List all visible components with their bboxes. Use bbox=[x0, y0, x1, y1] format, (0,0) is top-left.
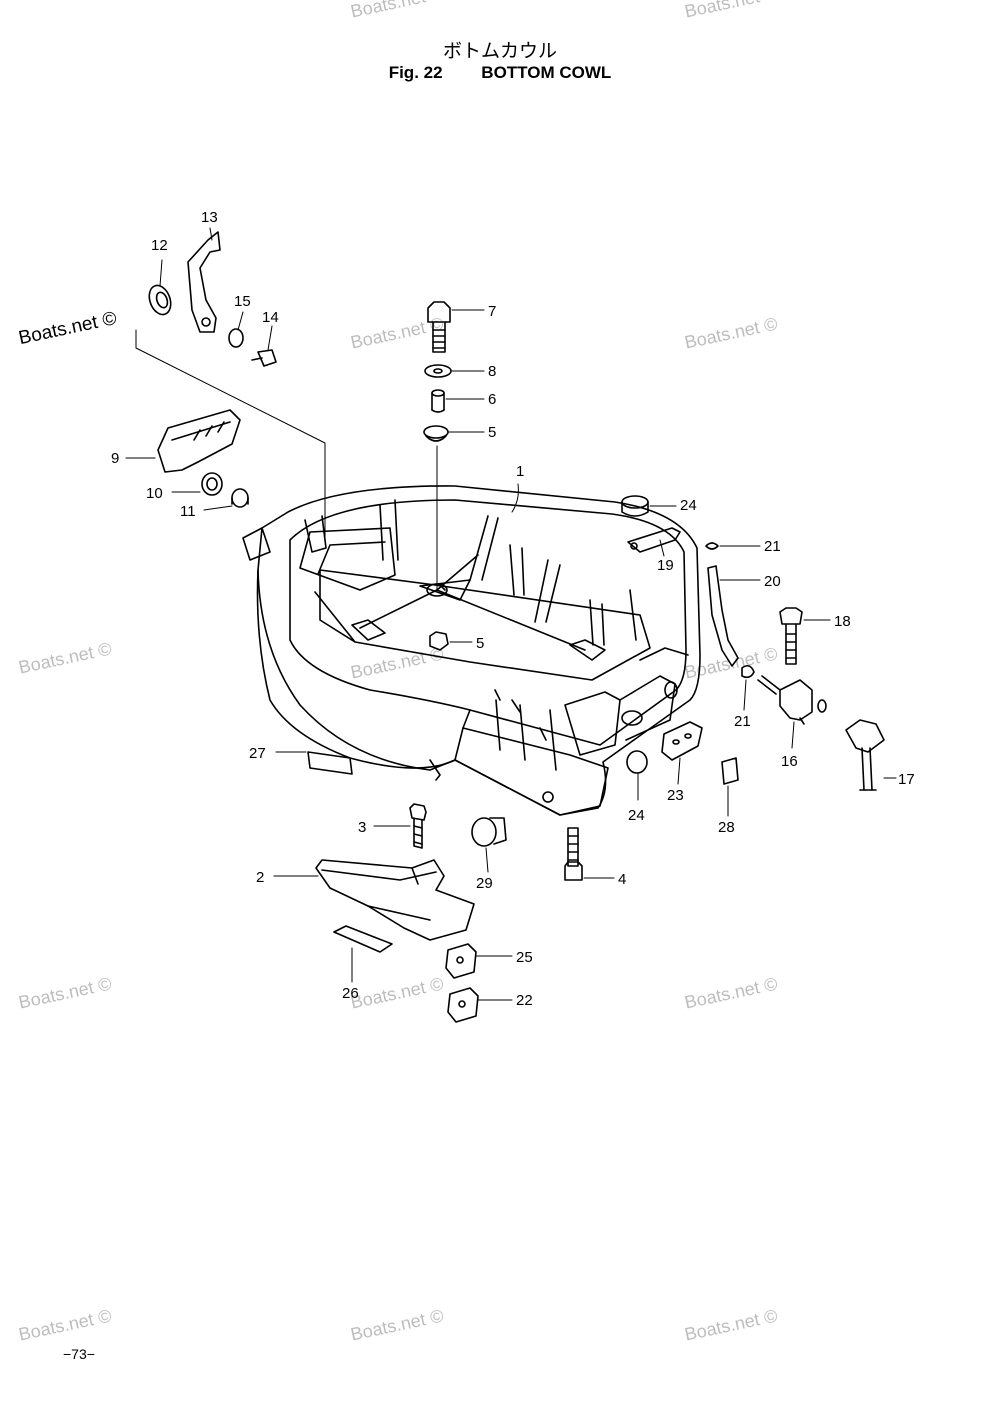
callout-9: 9 bbox=[111, 450, 119, 467]
leader-lines bbox=[125, 227, 897, 1001]
callout-29: 29 bbox=[476, 875, 493, 892]
callout-7: 7 bbox=[488, 303, 496, 320]
lever-part bbox=[187, 231, 221, 333]
clip-part bbox=[627, 527, 681, 553]
hose-clip-part bbox=[705, 542, 719, 550]
figure-title: BOTTOM COWL bbox=[481, 63, 612, 82]
bolt-part bbox=[779, 607, 803, 665]
callout-18: 18 bbox=[834, 613, 851, 630]
label-part bbox=[721, 757, 739, 785]
callout-13: 13 bbox=[201, 209, 218, 226]
grommet-part bbox=[661, 721, 703, 761]
grommet-part bbox=[429, 631, 449, 651]
callout-10: 10 bbox=[146, 485, 163, 502]
callout-14: 14 bbox=[262, 309, 279, 326]
callout-25: 25 bbox=[516, 949, 533, 966]
bushing-part bbox=[201, 472, 223, 496]
collar-part bbox=[231, 488, 249, 508]
callout-5: 5 bbox=[488, 424, 496, 441]
figure-heading: Fig. 22 BOTTOM COWL bbox=[0, 63, 1000, 83]
callout-19: 19 bbox=[657, 557, 674, 574]
callout-2: 2 bbox=[256, 869, 264, 886]
washer-part bbox=[424, 364, 452, 378]
callout-23: 23 bbox=[667, 787, 684, 804]
bracket-part bbox=[315, 859, 475, 941]
callout-21: 21 bbox=[764, 538, 781, 555]
label-part bbox=[333, 925, 393, 953]
bolt-part bbox=[427, 301, 451, 353]
grommet-part bbox=[447, 987, 479, 1023]
callout-4: 4 bbox=[618, 871, 626, 888]
callout-20: 20 bbox=[764, 573, 781, 590]
grommet-part bbox=[423, 425, 449, 442]
title-japanese: ボトムカウル bbox=[442, 40, 557, 62]
nut-part bbox=[228, 328, 244, 348]
collar-part bbox=[431, 389, 445, 413]
callout-22: 22 bbox=[516, 992, 533, 1009]
callout-16: 16 bbox=[781, 753, 798, 770]
fuel-cap-part bbox=[845, 719, 885, 791]
callout-15: 15 bbox=[234, 293, 251, 310]
bolt-part bbox=[564, 827, 583, 881]
screw-part bbox=[251, 349, 277, 367]
seal-part bbox=[148, 284, 172, 316]
callout-5: 5 bbox=[476, 635, 484, 652]
callout-11: 11 bbox=[180, 503, 196, 520]
label-part bbox=[307, 751, 353, 775]
hose-part bbox=[707, 565, 739, 667]
callout-28: 28 bbox=[718, 819, 735, 836]
bottom-cowl-part bbox=[242, 485, 701, 816]
cap-part bbox=[626, 750, 648, 774]
callout-labels: 1 2 3 4 5 5 6 7 8 9 10 11 12 13 14 15 16… bbox=[111, 209, 915, 1009]
callout-17: 17 bbox=[898, 771, 915, 788]
callout-27: 27 bbox=[249, 745, 266, 762]
callout-6: 6 bbox=[488, 391, 496, 408]
grommet-part bbox=[445, 943, 477, 979]
callout-12: 12 bbox=[151, 237, 168, 254]
handle-part bbox=[157, 409, 241, 473]
fuel-connector-part bbox=[757, 675, 827, 725]
callout-1: 1 bbox=[516, 463, 524, 480]
cap-part bbox=[621, 495, 649, 517]
callout-24: 24 bbox=[680, 497, 697, 514]
callout-21: 21 bbox=[734, 713, 751, 730]
callout-3: 3 bbox=[358, 819, 366, 836]
bolt-part bbox=[409, 803, 427, 849]
page-number: −73− bbox=[63, 1346, 95, 1362]
plug-part bbox=[471, 817, 507, 847]
callout-24: 24 bbox=[628, 807, 645, 824]
callout-26: 26 bbox=[342, 985, 359, 1002]
callout-8: 8 bbox=[488, 363, 496, 380]
hose-clip-part bbox=[741, 664, 755, 679]
figure-number: Fig. 22 bbox=[388, 63, 443, 82]
